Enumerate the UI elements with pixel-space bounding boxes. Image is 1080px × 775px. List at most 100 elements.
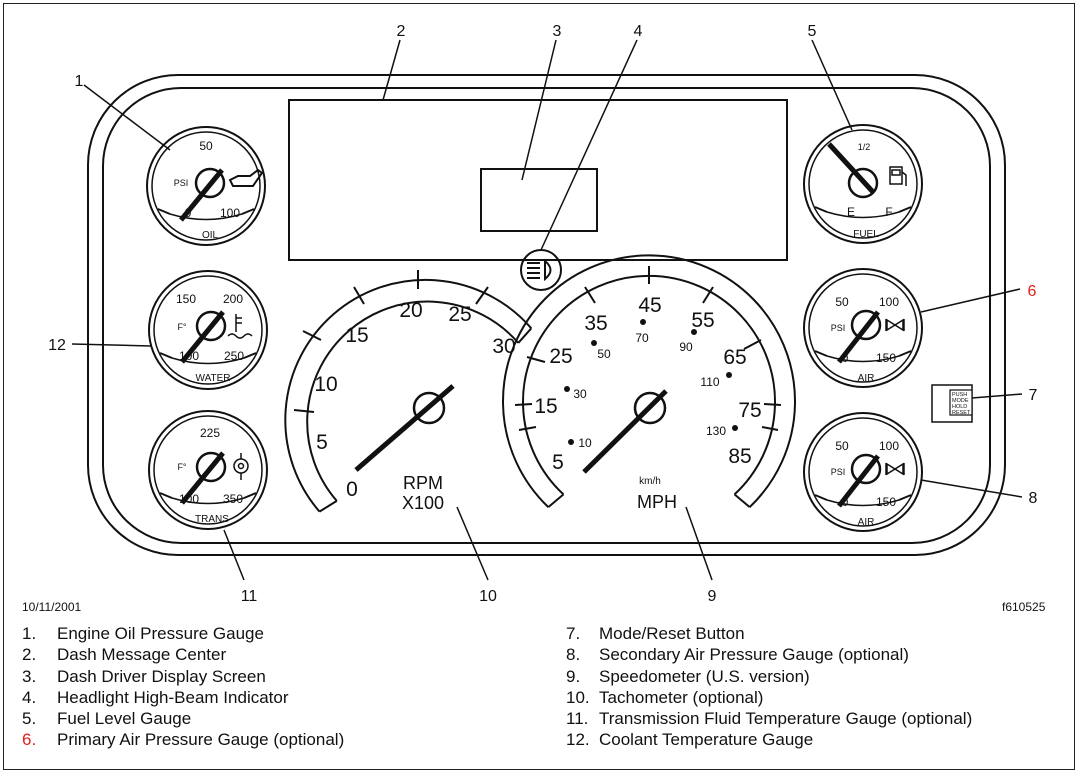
trans-temp-gauge: 225 100 350 F° TRANS [148, 410, 268, 530]
legend-item: 1. Engine Oil Pressure Gauge [22, 623, 344, 644]
callout-4: 4 [634, 23, 643, 40]
legend-text: Headlight High-Beam Indicator [57, 687, 289, 707]
legend-num: 2. [22, 645, 37, 665]
trans-unit: F° [177, 462, 186, 472]
callout-leaders [71, 39, 1023, 581]
figure-date: 10/11/2001 [22, 600, 82, 614]
oil-pressure-gauge: 50 0 100 PSI OIL [146, 126, 266, 246]
legend-text: Dash Driver Display Screen [57, 666, 266, 686]
tachometer: 0 5 10 15 20 25 30 RPM X100 [284, 270, 533, 513]
legend-left-column: 1. Engine Oil Pressure Gauge 2. Dash Messa… [22, 623, 344, 751]
tach-tick-30: 30 [492, 335, 515, 358]
dash-outline-inner [102, 87, 991, 544]
air1-unit: PSI [831, 323, 846, 333]
kmh-tick-10: 10 [578, 436, 592, 450]
speedo-kmh-label: km/h [639, 476, 661, 487]
legend-item: 7.Mode/Reset Button [566, 623, 972, 644]
legend-item: 3. Dash Driver Display Screen [22, 666, 344, 687]
trans-tick-350: 350 [223, 492, 243, 506]
coolant-thermometer-icon [227, 314, 253, 339]
kmh-dot-10 [568, 439, 574, 445]
legend-item: 11.Transmission Fluid Temperature Gauge … [566, 708, 972, 729]
legend-num: 1. [22, 624, 37, 643]
kmh-dot-30 [564, 386, 570, 392]
air1-title: AIR [858, 373, 875, 384]
figure-id: f610525 [1002, 600, 1046, 614]
kmh-dot-110 [726, 372, 732, 378]
oil-unit: PSI [174, 178, 189, 188]
legend-item: 9.Speedometer (U.S. version) [566, 666, 972, 687]
mph-tick-15: 15 [534, 395, 557, 418]
air2-tick-150: 150 [876, 495, 896, 509]
callout-3: 3 [553, 23, 562, 40]
legend-text: Dash Message Center [57, 645, 227, 665]
primary-air-gauge: 50 100 0 150 PSI AIR [803, 268, 923, 388]
driver-display-screen [480, 168, 598, 232]
fuel-tick-f: F [885, 205, 892, 219]
water-title: WATER [196, 373, 231, 384]
tach-label-rpm: RPM [403, 473, 443, 493]
kmh-tick-50: 50 [597, 347, 611, 361]
legend-num: 10. [566, 687, 590, 707]
air-brake-icon [885, 462, 905, 476]
oil-title: OIL [202, 230, 219, 241]
oil-tick-0: 0 [185, 206, 192, 220]
mode-button-line4: RESET [952, 410, 971, 416]
air2-unit: PSI [831, 467, 846, 477]
fuel-tick-half: 1/2 [858, 142, 871, 152]
callout-1: 1 [75, 73, 84, 90]
water-tick-100: 100 [179, 349, 199, 363]
tach-label-x100: X100 [402, 493, 444, 513]
dash-message-center [288, 99, 788, 261]
mph-tick-75: 75 [738, 399, 761, 422]
callout-6: 6 [1028, 283, 1037, 300]
tach-tick-10: 10 [314, 373, 337, 396]
mph-tick-5: 5 [552, 451, 564, 474]
callout-11: 11 [241, 588, 258, 605]
legend-num-highlighted: 6. [22, 730, 37, 750]
callout-9: 9 [708, 588, 717, 605]
legend-text: Coolant Temperature Gauge [599, 730, 814, 750]
legend-text: Engine Oil Pressure Gauge [57, 624, 264, 643]
air2-tick-100: 100 [879, 439, 899, 453]
oil-tick-100: 100 [220, 206, 240, 220]
callout-12: 12 [48, 337, 66, 354]
oil-can-icon [228, 168, 264, 187]
speedo-mph-label: MPH [637, 492, 677, 512]
trans-tick-100: 100 [179, 492, 199, 506]
legend-num: 4. [22, 687, 37, 707]
legend-text: Primary Air Pressure Gauge (optional) [57, 730, 345, 750]
air1-tick-150: 150 [876, 351, 896, 365]
fuel-tick-e: E [847, 205, 855, 219]
legend-num: 7. [566, 624, 581, 643]
legend-num: 12. [566, 730, 590, 750]
high-beam-indicator [520, 249, 562, 291]
legend-item: 12. Coolant Temperature Gauge [566, 729, 972, 750]
mode-reset-button[interactable]: PUSH MODE HOLD RESET [931, 384, 973, 423]
legend-right-column: 7.Mode/Reset Button 8.Secondary Air Pres… [566, 623, 972, 751]
legend-item: 4. Headlight High-Beam Indicator [22, 687, 344, 708]
air2-tick-0: 0 [842, 495, 849, 509]
legend-num: 5. [22, 709, 37, 729]
legend-text: Secondary Air Pressure Gauge (optional) [599, 645, 909, 665]
air2-title: AIR [858, 517, 875, 528]
tach-tick-5: 5 [316, 431, 328, 454]
speedometer: 5 15 25 35 45 55 65 75 85 10 30 50 70 90… [502, 254, 796, 512]
legend-num: 9. [566, 666, 581, 686]
kmh-dot-70 [640, 319, 646, 325]
fuel-level-gauge: 1/2 E F FUEL [803, 124, 923, 244]
legend-text: Fuel Level Gauge [57, 709, 192, 729]
figure-frame [3, 3, 1075, 770]
water-tick-200: 200 [223, 292, 243, 306]
kmh-tick-90: 90 [679, 340, 693, 354]
legend-num: 3. [22, 666, 37, 686]
callout-7: 7 [1029, 387, 1038, 404]
mph-tick-25: 25 [549, 345, 572, 368]
legend-item: 6. Primary Air Pressure Gauge (optional) [22, 729, 344, 750]
mph-tick-65: 65 [723, 346, 746, 369]
kmh-dot-130 [732, 425, 738, 431]
tach-tick-15: 15 [345, 324, 368, 347]
coolant-temp-gauge: 150 200 100 250 F° WATER [148, 270, 268, 390]
legend-num: 11. [566, 709, 589, 729]
air1-tick-100: 100 [879, 295, 899, 309]
